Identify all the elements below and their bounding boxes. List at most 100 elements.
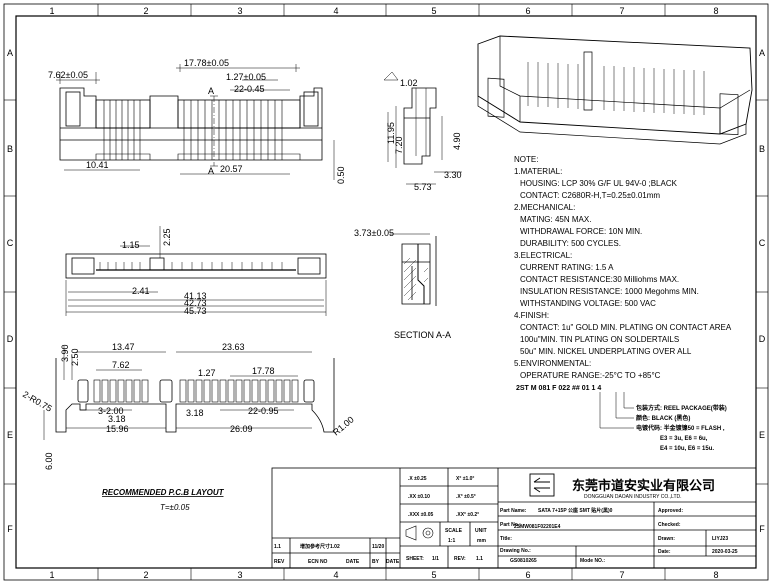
dim-0-50: 0.50: [336, 166, 346, 184]
dim-7-20: 7.20: [394, 136, 404, 154]
dim-20-57: 20.57: [220, 164, 243, 174]
iso-view: [477, 35, 753, 145]
note-line: CONTACT RESISTANCE:30 Milliohms MAX.: [520, 275, 679, 284]
date-label: Date:: [658, 549, 671, 555]
dim-3-73: 3.73±0.05: [354, 228, 394, 238]
part-name-value: SATA 7+15P 公座 SMT 贴片(黑)0: [538, 507, 613, 514]
col-label-bottom: 8: [713, 570, 718, 580]
col-label-top: 8: [713, 6, 718, 16]
col-label-bottom: 1: [49, 570, 54, 580]
checked-label: Checked:: [658, 522, 681, 528]
rev-header-date: DATE: [346, 559, 360, 565]
note-line: 50u" MIN. NICKEL UNDERPLATING OVER ALL: [520, 347, 692, 356]
dim-r100: R1.00: [331, 414, 356, 437]
col-label-bottom: 2: [143, 570, 148, 580]
dim-13-47: 13.47: [112, 342, 135, 352]
col-label-bottom: 5: [431, 570, 436, 580]
col-label-top: 4: [333, 6, 338, 16]
dim-r075: 2-R0.75: [21, 389, 54, 414]
note-line: NOTE:: [514, 155, 538, 164]
dim-10-41: 10.41: [86, 160, 109, 170]
company-name: 东莞市道安实业有限公司: [572, 478, 715, 493]
pcb-tolerance: T=±0.05: [160, 503, 190, 512]
dim-15-96: 15.96: [106, 424, 129, 434]
iso-contacts: [527, 62, 705, 115]
bottom-view: 1.15 2.25 2.41 41.13 42.73 45.73: [65, 226, 327, 316]
note-line: 5.ENVIRONMENTAL:: [514, 359, 591, 368]
row-label-right: C: [759, 238, 766, 248]
dim-6-00: 6.00: [44, 452, 54, 470]
notes-block: NOTE: 1.MATERIAL: HOUSING: LCP 30% G/F U…: [514, 155, 732, 380]
projection-symbol-icon: [405, 525, 434, 541]
title-label: Title:: [500, 536, 512, 542]
part-code-legend: 颜色: BLACK (黑色): [636, 414, 690, 422]
col-label-bottom: 7: [619, 570, 624, 580]
row-label-right: F: [759, 524, 765, 534]
dim-1-27: 1.27: [198, 368, 216, 378]
col-label-bottom: 6: [525, 570, 530, 580]
dim-17-78: 17.78: [252, 366, 275, 376]
row-label-left: F: [7, 524, 13, 534]
unit-label: UNIT: [475, 528, 487, 534]
note-line: MATING: 45N MAX.: [520, 215, 591, 224]
dim-22-095: 22-0.95: [248, 406, 279, 416]
company-logo: [529, 473, 555, 497]
dim-3-30: 3.30: [444, 170, 462, 180]
row-label-left: E: [7, 430, 13, 440]
section-mark-a-top: A: [208, 86, 214, 96]
dim-42-73: 42.73: [184, 298, 207, 308]
drawing-no-label: Drawing No.:: [500, 548, 531, 554]
pcb-layout: 3.90 2.50 13.47 23.63 7.62 1.27 17.78 2-…: [21, 342, 356, 512]
part-name-label: Part Name:: [500, 508, 527, 514]
row-label-left: D: [7, 334, 14, 344]
note-line: CONTACT: C2680R-H,T=0.25±0.01mm: [520, 191, 660, 200]
note-line: WITHDRAWAL FORCE: 10N MIN.: [520, 227, 642, 236]
part-code: 2ST M 081 F 022 ## 01 1 4 包装方式: REEL PAC…: [516, 385, 727, 452]
row-label-left: A: [7, 48, 13, 58]
pcb-signal-pads: [93, 379, 149, 403]
title-block: 东莞市道安实业有限公司 DONGGUAN DAOAN INDUSTRY CO.,…: [271, 467, 757, 569]
row-label-right: E: [759, 430, 765, 440]
scale-value: 1:1: [448, 538, 455, 544]
front-power-contacts: [183, 100, 283, 160]
rev-header-ecn: ECN NO: [308, 559, 328, 565]
model-label: Mode NO.:: [580, 558, 605, 564]
tol-xxx: .XXX ±0.05: [408, 512, 433, 518]
note-line: 4.FINISH:: [514, 311, 549, 320]
row-label-right: D: [759, 334, 766, 344]
row-label-left: C: [7, 238, 14, 248]
dim-3-18-left: 3.18: [108, 414, 126, 424]
tol-xxdeg: .XX° ±0.2°: [456, 512, 479, 518]
drawn-label: Drawn:: [658, 536, 675, 542]
drawn-value: LIYJ23: [712, 536, 728, 542]
part-no-label: Part No.:: [500, 522, 521, 528]
col-label-top: 6: [525, 6, 530, 16]
dim-5-73: 5.73: [414, 182, 432, 192]
rev-header-by: BY: [372, 559, 380, 565]
dim-22-045: 22-0.45: [234, 84, 265, 94]
side-view: 1.02 11.95 7.20 4.90 3.30 5.73: [383, 71, 462, 192]
dim-1-15: 1.15: [122, 240, 140, 250]
note-line: WITHSTANDING VOLTAGE: 500 VAC: [520, 299, 656, 308]
part-code-legend: E3 = 3u, E6 = 6u,: [660, 436, 708, 442]
note-line: OPERATURE RANGE:-25°C TO +85°C: [520, 371, 661, 380]
dim-2-41: 2.41: [132, 286, 150, 296]
dim-17-78: 17.78±0.05: [184, 58, 229, 68]
part-code-legend: 包装方式: REEL PACKAGE(带装): [636, 404, 727, 412]
note-line: 3.ELECTRICAL:: [514, 251, 572, 260]
col-label-top: 2: [143, 6, 148, 16]
rev-label: REV:: [454, 556, 466, 562]
front-signal-contacts: [103, 100, 141, 160]
note-line: 100u"MIN. TIN PLATING ON SOLDERTAILS: [520, 335, 679, 344]
col-label-top: 5: [431, 6, 436, 16]
rev-row-date: 11/20: [372, 544, 384, 550]
rev-row-rev: 1.1: [274, 544, 281, 550]
col-label-top: 3: [237, 6, 242, 16]
col-label-bottom: 4: [333, 570, 338, 580]
dim-11-95: 11.95: [386, 122, 396, 144]
frame-column-labels: 1 2 3 4 5 6 7 8 1 2 3 4 5 6 7 8: [49, 6, 718, 580]
note-line: 1.MATERIAL:: [514, 167, 562, 176]
rev-header-rev: REV: [274, 559, 285, 565]
part-code-legend: 电镀代码: 半金镀镍50 = FLASH ,: [636, 424, 725, 432]
